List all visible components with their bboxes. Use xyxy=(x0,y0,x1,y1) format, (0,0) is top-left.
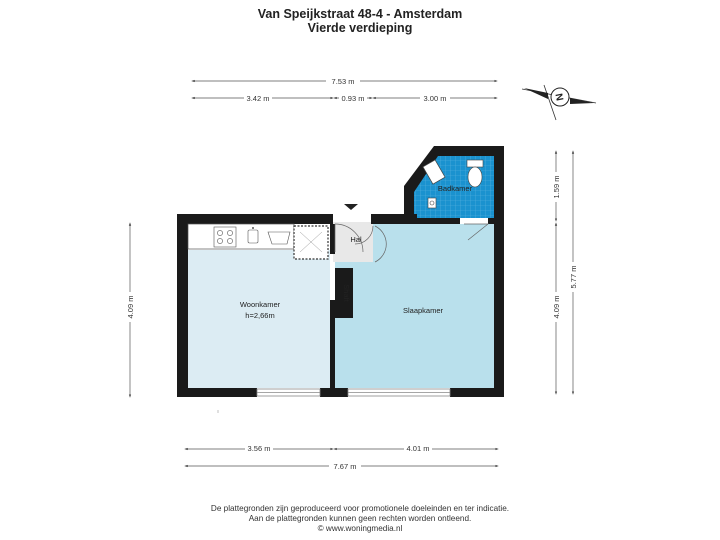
dim-bottom-total: 7.67 m xyxy=(334,462,357,471)
entrance-arrow-icon xyxy=(344,204,358,210)
dim-top-total: 7.53 m xyxy=(332,77,355,86)
shaft-label: Shaft xyxy=(342,284,351,302)
living-room-height: h=2,66m xyxy=(245,311,274,320)
dim-right-upper: 1.59 m xyxy=(552,176,561,199)
dim-bottom-right: 4.01 m xyxy=(407,444,430,453)
hall-floor xyxy=(333,222,373,262)
dim-left-height: 4.09 m xyxy=(126,296,135,319)
living-room-label: Woonkamer xyxy=(240,300,281,309)
hall-label: Hal xyxy=(350,235,362,244)
compass: N xyxy=(521,84,597,121)
hall-doors xyxy=(334,223,489,263)
living-room-floor xyxy=(188,250,330,388)
dim-top-left: 3.42 m xyxy=(247,94,270,103)
dim-top-mid: 0.93 m xyxy=(342,94,365,103)
bathroom-label: Badkamer xyxy=(438,184,473,193)
dim-top-right: 3.00 m xyxy=(424,94,447,103)
floor-subtitle: Vierde verdieping xyxy=(307,21,413,35)
footer-disclaimer-2: Aan de plattegronden kunnen geen rechten… xyxy=(248,514,472,523)
dim-right-total: 5.77 m xyxy=(569,266,578,289)
bedroom-label: Slaapkamer xyxy=(403,306,444,315)
bathroom-fixtures xyxy=(422,159,484,209)
footer-disclaimer-1: De plattegronden zijn geproduceerd voor … xyxy=(210,504,510,513)
footer-copyright-link[interactable]: © www.woningmedia.nl xyxy=(317,524,403,533)
dim-right-lower: 4.09 m xyxy=(552,296,561,319)
kitchen-counter xyxy=(187,223,329,260)
address-title: Van Speijkstraat 48-4 - Amsterdam xyxy=(257,7,463,21)
compass-north-letter: N xyxy=(552,93,564,102)
dim-bottom-left: 3.56 m xyxy=(248,444,271,453)
windows xyxy=(256,388,451,397)
